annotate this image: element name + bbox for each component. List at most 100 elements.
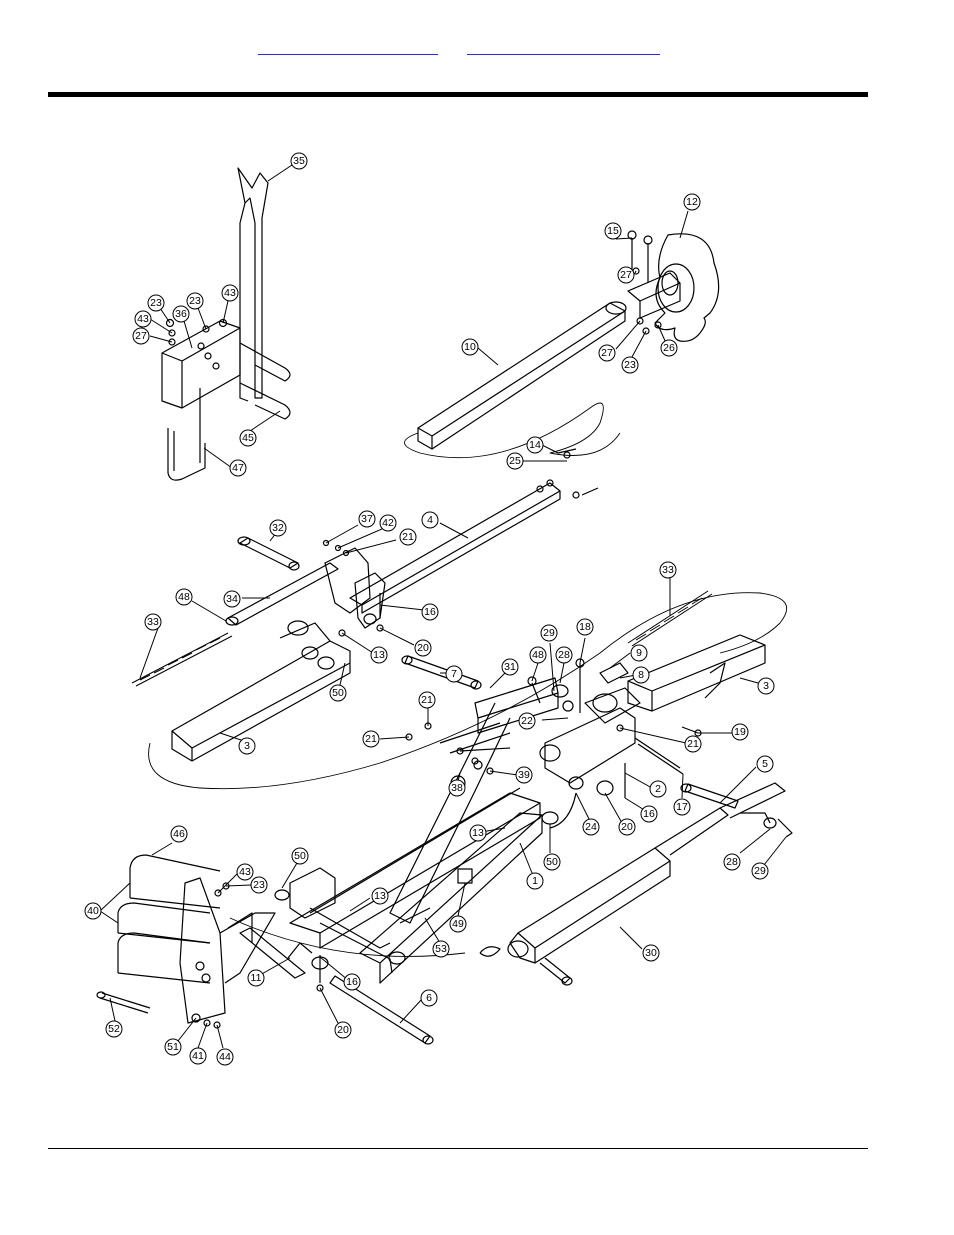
svg-text:22: 22	[521, 715, 533, 727]
header-link-1[interactable]	[258, 40, 438, 55]
svg-text:35: 35	[293, 155, 305, 167]
svg-text:43: 43	[239, 866, 251, 878]
callout-21b: 21	[418, 691, 436, 726]
svg-text:16: 16	[424, 606, 436, 618]
svg-text:23: 23	[253, 879, 265, 891]
callout-48b: 48	[529, 646, 547, 682]
callout-15: 15	[604, 222, 633, 240]
callout-16b: 16	[624, 797, 658, 823]
chain-left	[131, 632, 233, 687]
svg-text:45: 45	[242, 432, 254, 444]
callout-50c: 50	[281, 847, 309, 889]
marker-disc-assembly	[417, 230, 720, 450]
callout-39: 39	[489, 766, 533, 784]
callout-32: 32	[269, 519, 287, 542]
callout-2: 2	[624, 772, 667, 798]
callout-33a: 33	[139, 613, 162, 679]
callout-27c: 27	[132, 327, 173, 345]
callout-5: 5	[719, 755, 774, 804]
u-bolt-clamp	[96, 854, 313, 1029]
callout-20c: 20	[319, 987, 352, 1039]
svg-text:7: 7	[451, 668, 457, 680]
callout-38: 38	[448, 772, 466, 797]
svg-text:23: 23	[150, 297, 162, 309]
svg-text:3: 3	[763, 680, 769, 692]
callout-40: 40	[84, 882, 131, 924]
svg-text:37: 37	[361, 513, 373, 525]
svg-text:18: 18	[579, 621, 591, 633]
svg-text:14: 14	[529, 439, 541, 451]
callout-43c: 43	[217, 863, 254, 894]
callout-29a: 29	[540, 624, 558, 692]
toolbar-beam-right	[627, 634, 766, 737]
callout-3b: 3	[739, 677, 775, 695]
callout-35: 35	[267, 152, 308, 182]
svg-text:13: 13	[472, 827, 484, 839]
callout-31: 31	[489, 658, 519, 689]
svg-text:4: 4	[427, 514, 433, 526]
swivel-hitch	[527, 658, 684, 829]
svg-text:12: 12	[686, 196, 698, 208]
svg-text:16: 16	[643, 808, 655, 820]
svg-text:17: 17	[676, 801, 688, 813]
header-link-2[interactable]	[467, 40, 660, 55]
svg-text:42: 42	[382, 517, 394, 529]
svg-text:30: 30	[645, 947, 657, 959]
callout-45: 45	[239, 410, 281, 447]
svg-text:15: 15	[607, 225, 619, 237]
svg-text:27: 27	[601, 347, 613, 359]
callout-44: 44	[216, 1024, 234, 1066]
svg-text:39: 39	[518, 769, 530, 781]
callout-26: 26	[657, 324, 678, 357]
svg-text:2: 2	[655, 783, 661, 795]
svg-text:9: 9	[636, 647, 642, 659]
svg-text:21: 21	[687, 738, 699, 750]
callout-43a: 43	[134, 310, 173, 334]
svg-text:29: 29	[543, 627, 555, 639]
svg-text:25: 25	[509, 455, 521, 467]
callout-47: 47	[203, 447, 247, 477]
exploded-parts-diagram: 35 12 15 27 23 26 27 23 43 23 36 43 27 4…	[80, 143, 800, 1073]
svg-text:31: 31	[504, 661, 516, 673]
callout-1: 1	[519, 842, 544, 890]
callout-9: 9	[609, 644, 648, 669]
callout-16a: 16	[379, 603, 439, 621]
callout-37: 37	[325, 510, 376, 544]
main-frame	[274, 787, 559, 984]
callout-29b: 29	[751, 836, 787, 880]
svg-text:52: 52	[108, 1023, 120, 1035]
callout-43b: 43	[221, 284, 239, 324]
svg-text:41: 41	[192, 1050, 204, 1062]
callout-34: 34	[223, 590, 270, 608]
svg-text:23: 23	[189, 295, 201, 307]
callout-14: 14	[526, 436, 559, 454]
svg-text:21: 21	[402, 531, 414, 543]
callout-13c: 13	[349, 887, 389, 912]
callout-25: 25	[506, 452, 567, 470]
footer-rule	[48, 1148, 868, 1149]
svg-text:6: 6	[426, 992, 432, 1004]
svg-text:28: 28	[726, 856, 738, 868]
svg-text:53: 53	[435, 943, 447, 955]
callout-20b: 20	[604, 792, 636, 836]
svg-text:40: 40	[87, 905, 99, 917]
svg-text:47: 47	[232, 462, 244, 474]
toolbar-beam-left	[171, 620, 351, 762]
svg-text:24: 24	[585, 821, 597, 833]
svg-text:20: 20	[417, 642, 429, 654]
svg-text:33: 33	[147, 616, 159, 628]
callout-21a: 21	[345, 528, 417, 554]
svg-text:32: 32	[272, 522, 284, 534]
svg-text:5: 5	[762, 758, 768, 770]
svg-text:48: 48	[178, 591, 190, 603]
callout-52: 52	[105, 997, 123, 1038]
callout-49: 49	[449, 882, 467, 933]
callout-3a: 3	[219, 732, 256, 755]
callout-4: 4	[421, 511, 469, 539]
callout-19: 19	[698, 723, 749, 741]
callout-23d: 23	[225, 876, 268, 894]
svg-text:38: 38	[451, 782, 463, 794]
callout-50a: 50	[329, 662, 347, 702]
chain-right	[627, 590, 713, 647]
callout-28a: 28	[555, 646, 573, 684]
